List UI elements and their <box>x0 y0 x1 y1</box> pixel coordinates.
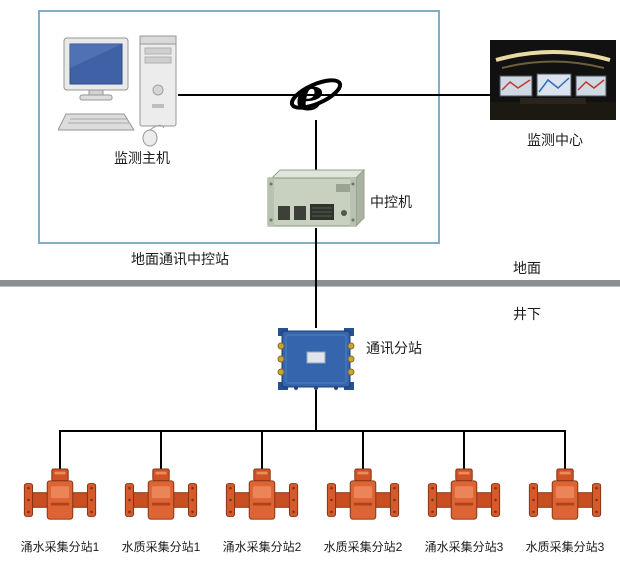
control-room-photo <box>490 40 616 120</box>
surface-zone-label: 地面 <box>513 260 541 276</box>
internet-e-icon: e <box>289 70 343 121</box>
device-label: 涌水采集分站1 <box>20 540 100 554</box>
connector-line-substation-bus <box>315 390 317 432</box>
bus-line <box>59 430 566 432</box>
bus-drop-2 <box>160 430 162 470</box>
svg-text:e: e <box>296 70 324 121</box>
ground-station-label: 地面通讯中控站 <box>131 251 229 267</box>
computer-workstation-icon <box>58 35 177 147</box>
monitor-center-label: 监测中心 <box>527 132 583 148</box>
surface-divider <box>0 280 620 286</box>
device-label: 水质采集分站3 <box>525 540 605 554</box>
comm-substation-label: 通讯分站 <box>366 340 422 356</box>
bus-drop-4 <box>362 430 364 470</box>
orange-collector-icon <box>527 468 603 532</box>
orange-collector-icon <box>426 468 502 532</box>
bus-drop-6 <box>564 430 566 470</box>
underground-zone-label: 井下 <box>513 306 541 322</box>
connector-line-net-control <box>315 120 317 170</box>
control-machine-label: 中控机 <box>370 194 412 210</box>
connector-line-control-substation <box>315 228 317 328</box>
device-label: 涌水采集分站2 <box>222 540 302 554</box>
monitor-host-label: 监测主机 <box>114 150 170 166</box>
device-label: 涌水采集分站3 <box>424 540 504 554</box>
bus-drop-3 <box>261 430 263 470</box>
industrial-pc-chassis-icon <box>267 168 366 228</box>
orange-collector-icon <box>123 468 199 532</box>
bus-drop-5 <box>463 430 465 470</box>
mine-junction-box-icon <box>277 328 355 390</box>
bus-drop-1 <box>59 430 61 470</box>
orange-collector-icon <box>325 468 401 532</box>
device-label: 水质采集分站1 <box>121 540 201 554</box>
ground-station-boundary <box>38 10 440 244</box>
orange-collector-icon <box>22 468 98 532</box>
device-label: 水质采集分站2 <box>323 540 403 554</box>
orange-collector-icon <box>224 468 300 532</box>
